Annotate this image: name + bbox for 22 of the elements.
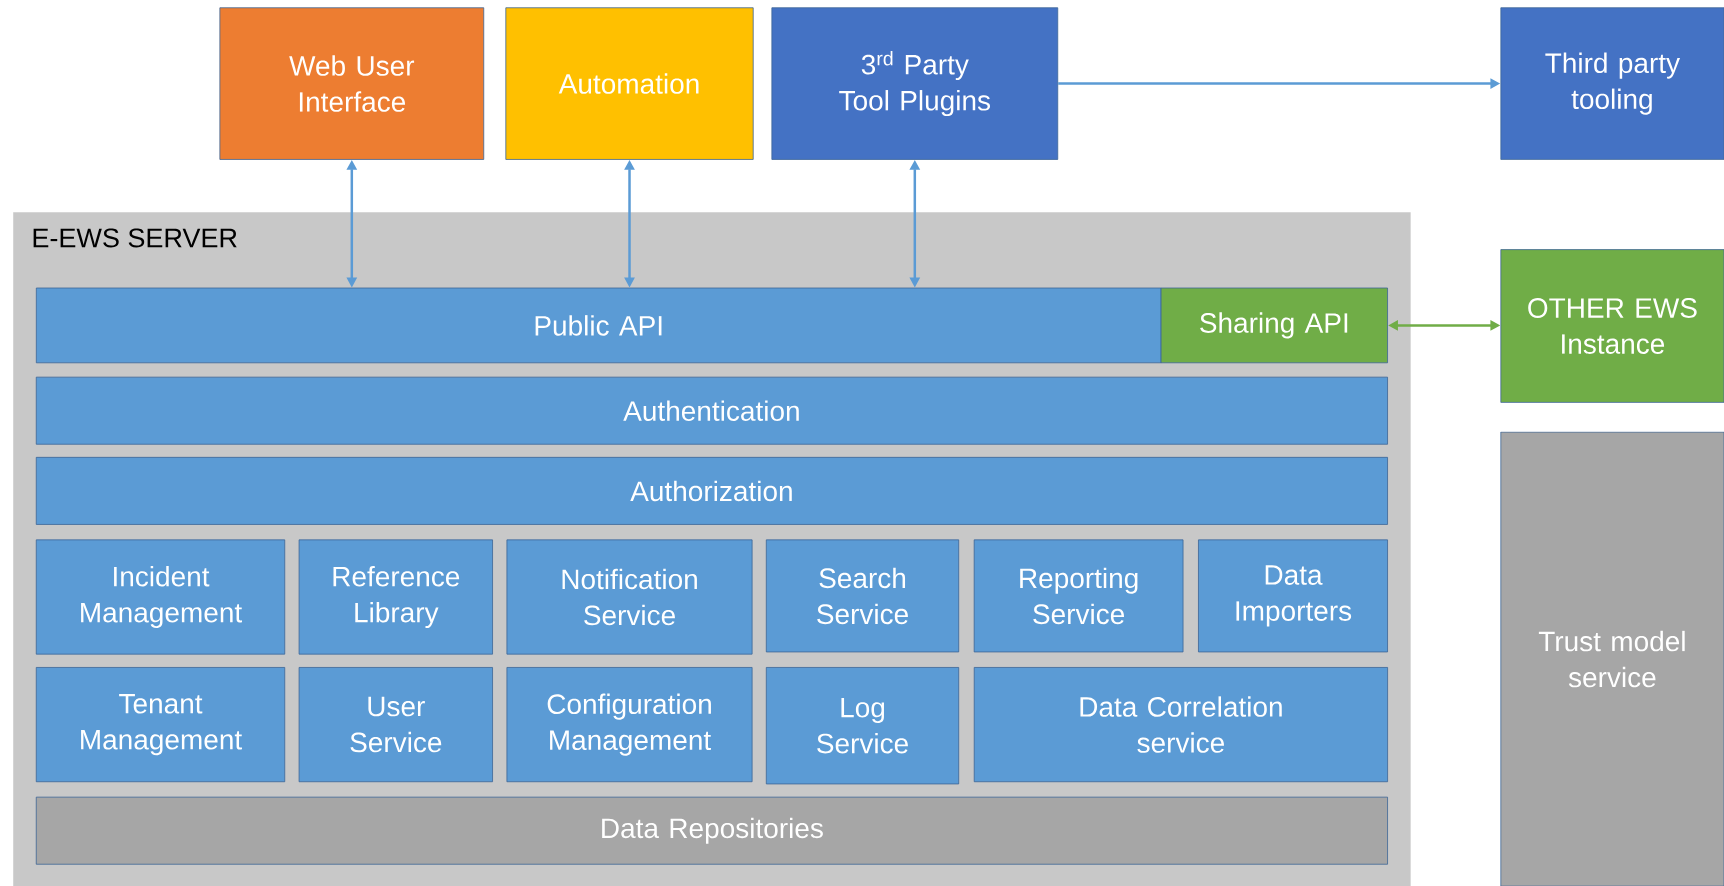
component-box: User Service [298, 667, 493, 783]
component-box: Sharing API [1160, 287, 1388, 364]
component-box: Authentication [35, 376, 1388, 445]
component-box: Third party tooling [1500, 7, 1724, 160]
component-box: Configuration Management [506, 667, 753, 783]
component-box: Authorization [35, 456, 1388, 525]
component-box: Public API [35, 287, 1162, 364]
component-box: Trust model service [1500, 431, 1724, 886]
component-box: Data Importers [1198, 539, 1388, 653]
component-box: Log Service [765, 667, 960, 785]
component-box: Data Correlation service [973, 667, 1388, 783]
component-box: Data Repositories [35, 796, 1388, 865]
component-box: Web User Interface [219, 7, 485, 160]
component-box: Reporting Service [973, 539, 1184, 653]
component-box: Automation [505, 7, 754, 160]
component-box: 3$^{rd}$ Party Tool Plugins [771, 7, 1059, 160]
component-box: Incident Management [35, 539, 286, 655]
component-box: Tenant Management [35, 667, 286, 783]
component-box: Notification Service [506, 539, 753, 655]
component-box: OTHER EWS Instance [1500, 249, 1724, 403]
component-box: Reference Library [298, 539, 493, 655]
component-box: Search Service [765, 539, 960, 653]
